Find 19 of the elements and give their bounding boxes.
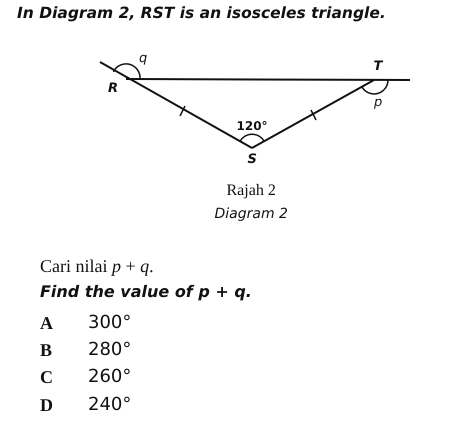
option-letter: B <box>40 341 52 359</box>
vertex-label: R <box>108 82 118 95</box>
option-value: 300° <box>88 314 132 332</box>
option-value: 280° <box>88 341 132 359</box>
option-value: 240° <box>88 396 132 414</box>
var-label: q <box>139 52 148 65</box>
var-label: p <box>374 96 382 109</box>
question-text: Find the value of p + q. <box>40 284 252 300</box>
vertex-label: T <box>374 60 382 73</box>
figure-label: Diagram 2 <box>214 207 288 221</box>
option-letter: A <box>40 314 53 332</box>
option-value: 260° <box>88 368 132 386</box>
vertex-label: S <box>248 153 257 166</box>
angle-label: 120° <box>236 120 268 132</box>
title: In Diagram 2, RST is an isosceles triangle. <box>17 6 386 22</box>
option-letter: D <box>40 396 53 414</box>
question-text: Cari nilai p + q. <box>40 257 154 275</box>
figure-label: Rajah 2 <box>226 183 276 199</box>
option-letter: C <box>40 368 53 386</box>
